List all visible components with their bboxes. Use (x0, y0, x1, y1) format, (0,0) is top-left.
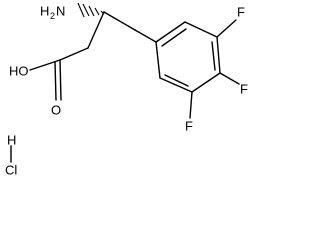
fluorine-bonds (189, 19, 240, 119)
backbone-bonds (29, 11, 157, 101)
hydroxyl-label: HO (9, 64, 29, 79)
bond-carboxyl-o-2 (54, 61, 57, 101)
amine-subscript: 2 (50, 11, 55, 21)
amine-h: H (40, 4, 49, 19)
chemical-structure-diagram: H 2 N HO O F F F H Cl (5, 2, 248, 178)
hashed-wedge-bond (77, 2, 105, 18)
fluorine-meta-bottom-label: F (185, 119, 193, 134)
bond-chiral-ch2 (103, 11, 136, 31)
bond-carboxyl-o-1 (59, 59, 62, 101)
amine-label: H 2 N (40, 4, 65, 22)
bond-chiral-ch2-acid (87, 11, 105, 49)
benzene-ring (155, 21, 221, 93)
carbonyl-oxygen-label: O (51, 103, 61, 118)
bond-ch2-carboxyl (59, 47, 89, 61)
bond-ch2-ring (134, 29, 157, 43)
fluorine-meta-top-label: F (237, 5, 245, 20)
hcl-chlorine-label: Cl (5, 163, 17, 178)
amine-n: N (56, 4, 65, 19)
fluorine-para-label: F (240, 82, 248, 97)
hcl-hydrogen-label: H (7, 133, 16, 148)
